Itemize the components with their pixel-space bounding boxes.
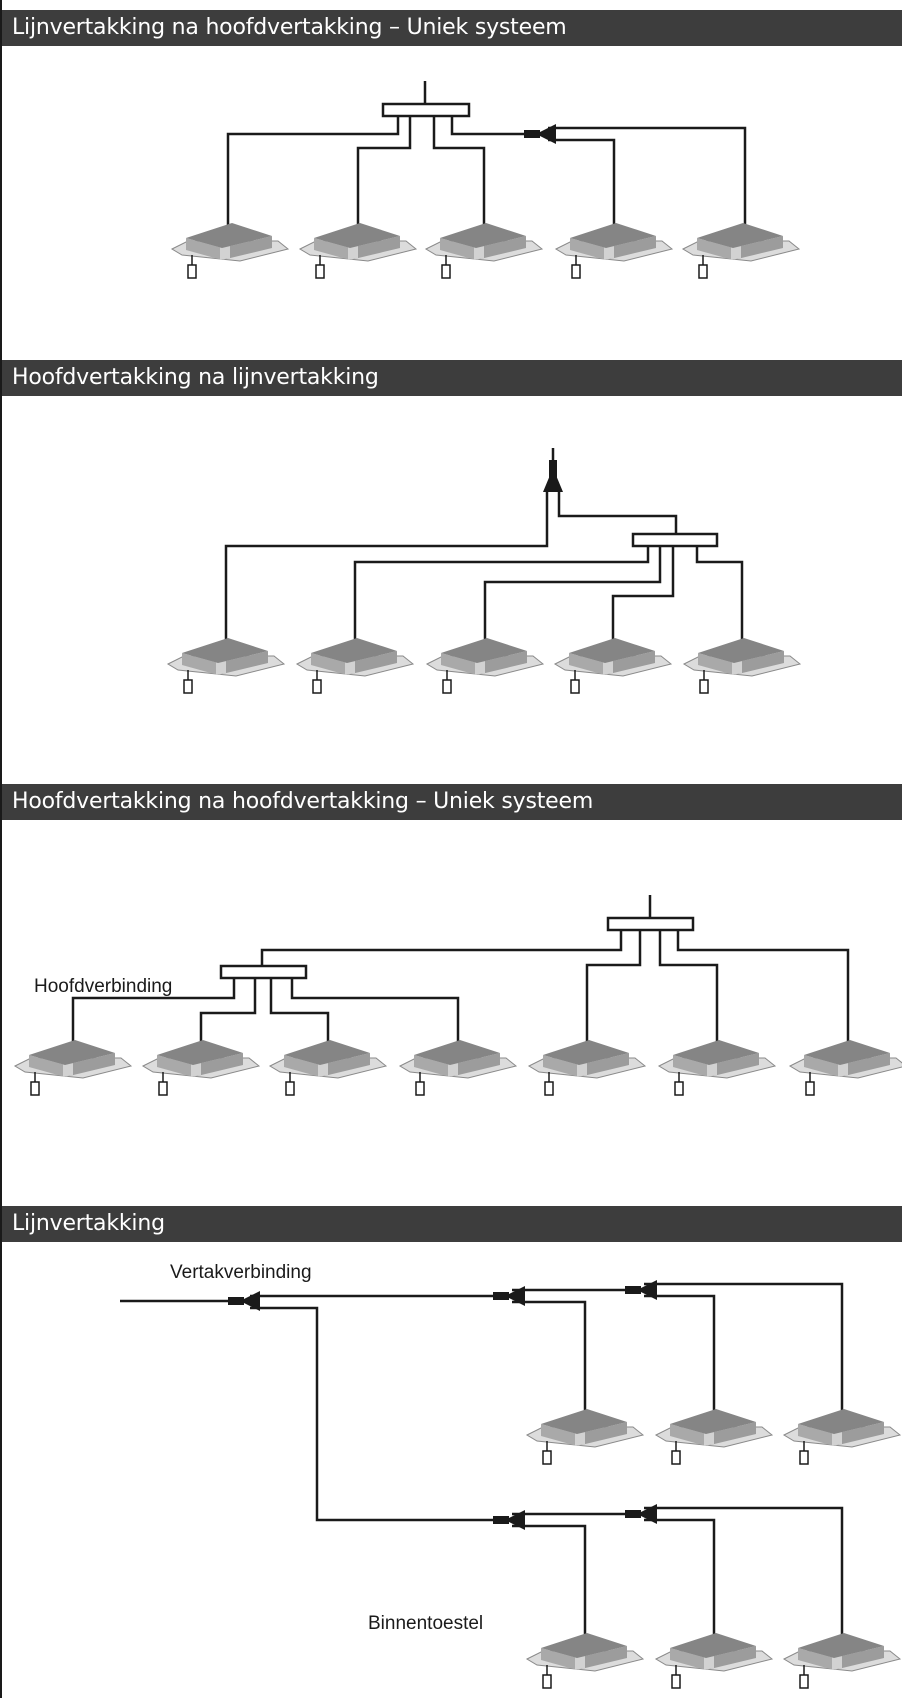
label-indoor-unit: Binnentoestel: [368, 1613, 483, 1634]
diagram-line-after-main: [171, 81, 800, 279]
section-header-3: Hoofdvertakking na hoofdvertakking – Uni…: [2, 784, 902, 820]
diagram-line-branch: Vertakverbinding Binnentoestel: [120, 1262, 901, 1689]
diagram-main-after-main: Hoofdverbinding: [14, 895, 902, 1096]
line-branch-joint: [543, 460, 563, 492]
line-branch-joint: [524, 124, 556, 144]
indoor-unit-row-1: [171, 222, 800, 279]
section-header-2: Hoofdvertakking na lijnvertakking: [2, 360, 902, 396]
diagram-main-after-line: [167, 448, 801, 694]
indoor-unit-row-3: [14, 1039, 902, 1096]
line-branch-joints: [228, 1280, 657, 1530]
indoor-unit-row-2: [167, 637, 801, 694]
indoor-unit-row-4b: [526, 1632, 901, 1689]
label-main-connection: Hoofdverbinding: [34, 976, 172, 997]
indoor-unit-row-4a: [526, 1408, 901, 1465]
section-header-4: Lijnvertakking: [2, 1206, 902, 1242]
label-branch-connection: Vertakverbinding: [170, 1262, 312, 1283]
section-header-1: Lijnvertakking na hoofdvertakking – Unie…: [2, 10, 902, 46]
